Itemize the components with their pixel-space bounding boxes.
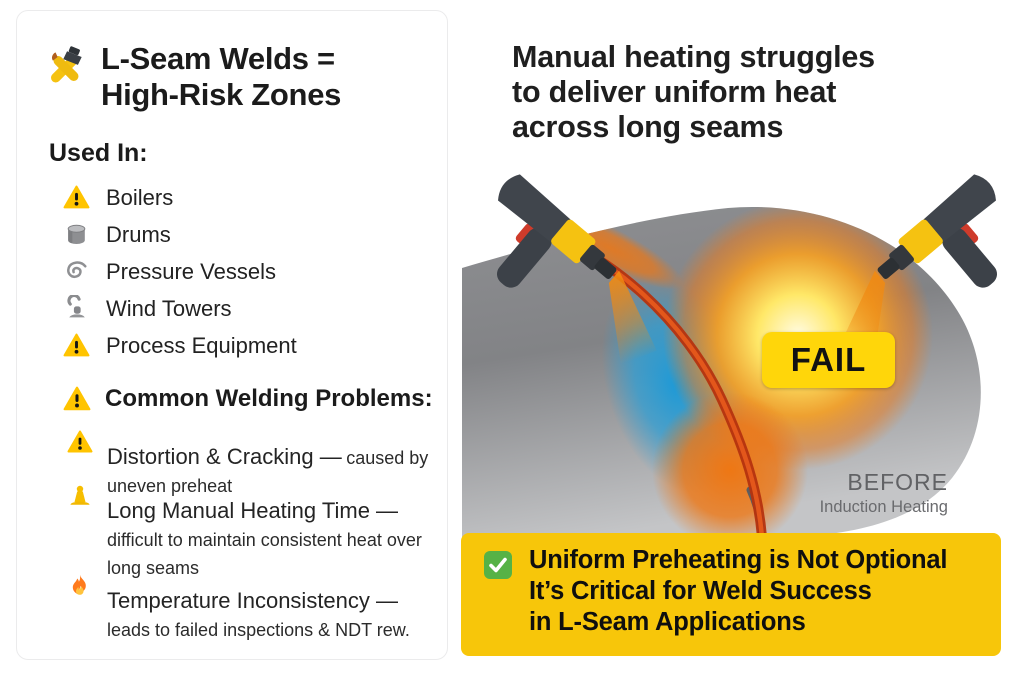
- lower-hot-spot: [652, 392, 808, 537]
- banner-line-3: in L-Seam Applications: [529, 608, 806, 636]
- left-nozzle: [594, 257, 617, 279]
- fail-badge: FAIL: [762, 332, 895, 388]
- title-row: L-Seam Welds = High-Risk Zones: [43, 41, 341, 113]
- banner-line-1: Uniform Preheating is Not Optional: [529, 546, 948, 574]
- list-item-pressure-vessels: Pressure Vessels: [63, 253, 297, 290]
- check-icon: [483, 550, 513, 580]
- right-handle: [942, 227, 997, 288]
- left-flame: [608, 270, 657, 366]
- left-yellow-band: [551, 219, 596, 264]
- problem-text: Long Manual Heating Time — difficult to …: [107, 497, 433, 583]
- problem-detail: caused by uneven preheat: [107, 448, 429, 496]
- warning-icon: [63, 184, 90, 211]
- before-label: BEFORE: [847, 469, 948, 495]
- title-line-2: High-Risk Zones: [101, 77, 342, 112]
- before-label-group: BEFORE Induction Heating: [820, 468, 948, 518]
- warning-icon: [63, 332, 90, 359]
- problem-main: Temperature Inconsistency —: [107, 588, 399, 613]
- left-heat-gun: [497, 174, 657, 366]
- problem-main: Long Manual Heating Time —: [107, 498, 399, 523]
- list-item-label: Wind Towers: [106, 295, 232, 321]
- vortex-icon: [63, 258, 90, 285]
- problem-text: Temperature Inconsistency — leads to fai…: [107, 587, 433, 645]
- right-yellow-band: [898, 219, 943, 264]
- headline-line-2: to deliver uniform heat: [512, 75, 837, 109]
- right-trigger: [959, 223, 979, 244]
- drum-icon: [63, 221, 90, 248]
- left-panel: L-Seam Welds = High-Risk Zones Used In: …: [16, 10, 448, 660]
- banner-text: Uniform Preheating is Not Optional It’s …: [529, 545, 947, 638]
- list-item-label: Pressure Vessels: [106, 258, 276, 284]
- list-item-wind-towers: Wind Towers: [63, 290, 297, 327]
- list-item-label: Boilers: [106, 184, 174, 210]
- problem-detail: difficult to maintain consistent heat ov…: [107, 530, 422, 578]
- list-item-drums: Drums: [63, 216, 297, 253]
- banner-line-2: It’s Critical for Weld Success: [529, 577, 872, 605]
- problems-heading: Common Welding Problems:: [105, 385, 433, 412]
- used-in-list: Boilers Drums Pressure Vessels Wind Towe…: [63, 179, 297, 364]
- problem-temperature: Temperature Inconsistency — leads to fai…: [67, 571, 433, 661]
- left-handle: [497, 227, 552, 288]
- problem-text: Distortion & Cracking — caused by uneven…: [107, 443, 433, 501]
- problem-heating-time: Long Manual Heating Time — difficult to …: [67, 481, 433, 599]
- bottom-banner: Uniform Preheating is Not Optional It’s …: [461, 533, 1001, 656]
- used-in-heading: Used In:: [49, 139, 148, 167]
- problem-main: Distortion & Cracking —: [107, 444, 342, 469]
- problem-detail: leads to failed inspections & NDT rew.: [107, 620, 410, 640]
- warning-icon: [63, 385, 91, 413]
- list-item-boilers: Boilers: [63, 179, 297, 216]
- title-line-1: L-Seam Welds =: [101, 41, 335, 76]
- list-item-label: Process Equipment: [106, 332, 297, 358]
- right-panel: Manual heating struggles to deliver unif…: [460, 0, 1024, 683]
- cone-icon: [67, 481, 93, 509]
- page-title: L-Seam Welds = High-Risk Zones: [101, 41, 341, 113]
- problem-distortion: Distortion & Cracking — caused by uneven…: [67, 427, 433, 517]
- right-nozzle: [877, 257, 900, 279]
- left-gun-body: [498, 174, 571, 243]
- list-item-process-equipment: Process Equipment: [63, 327, 297, 364]
- vessel-illustration: FAIL BEFORE Induction Heating: [460, 160, 1024, 540]
- warning-icon: [67, 427, 93, 455]
- fire-icon: [67, 571, 93, 599]
- problems-heading-row: Common Welding Problems:: [63, 385, 433, 413]
- right-gun-body: [923, 174, 996, 243]
- hammer-wrench-icon: [43, 41, 89, 91]
- right-headline: Manual heating struggles to deliver unif…: [512, 40, 875, 145]
- headline-line-1: Manual heating struggles: [512, 40, 875, 74]
- list-item-label: Drums: [106, 221, 171, 247]
- hook-icon: [63, 295, 90, 322]
- before-sub-label: Induction Heating: [819, 498, 948, 516]
- left-trigger: [515, 223, 535, 244]
- headline-line-3: across long seams: [512, 110, 784, 144]
